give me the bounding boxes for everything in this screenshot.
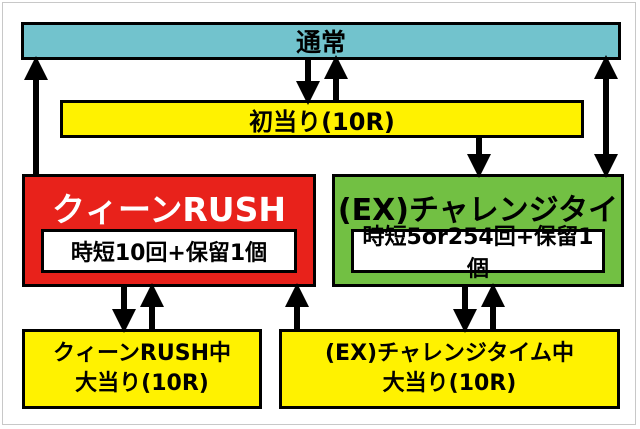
queen-rush-detail: 時短10回+保留1個: [70, 241, 268, 266]
queen-rush-hit-line2: 大当り(10R): [75, 371, 209, 396]
first-hit-box: 初当り(10R): [60, 100, 584, 138]
first-hit-label: 初当り(10R): [249, 107, 395, 136]
normal-state-box: 通常: [21, 22, 621, 60]
queen-rush-hit-line1: クィーンRUSH中: [53, 341, 231, 366]
queen-rush-title: クィーンRUSH: [52, 190, 286, 229]
challenge-time-detail: 時短5or254回+保留1個: [362, 225, 594, 282]
challenge-time-detail-box: 時短5or254回+保留1個: [351, 225, 605, 282]
normal-state-label: 通常: [295, 28, 346, 57]
challenge-hit-line2: 大当り(10R): [382, 371, 517, 396]
diagram-frame: [2, 2, 636, 425]
queen-rush-box: クィーンRUSH 時短10回+保留1個: [22, 174, 316, 287]
challenge-hit-box: (EX)チャレンジタイム中 大当り(10R): [279, 329, 620, 409]
queen-rush-detail-box: 時短10回+保留1個: [41, 229, 297, 273]
challenge-hit-line1: (EX)チャレンジタイム中: [324, 341, 574, 366]
queen-rush-hit-box: クィーンRUSH中 大当り(10R): [22, 329, 262, 409]
challenge-time-box: (EX)チャレンジタイム 時短5or254回+保留1個: [332, 174, 624, 287]
